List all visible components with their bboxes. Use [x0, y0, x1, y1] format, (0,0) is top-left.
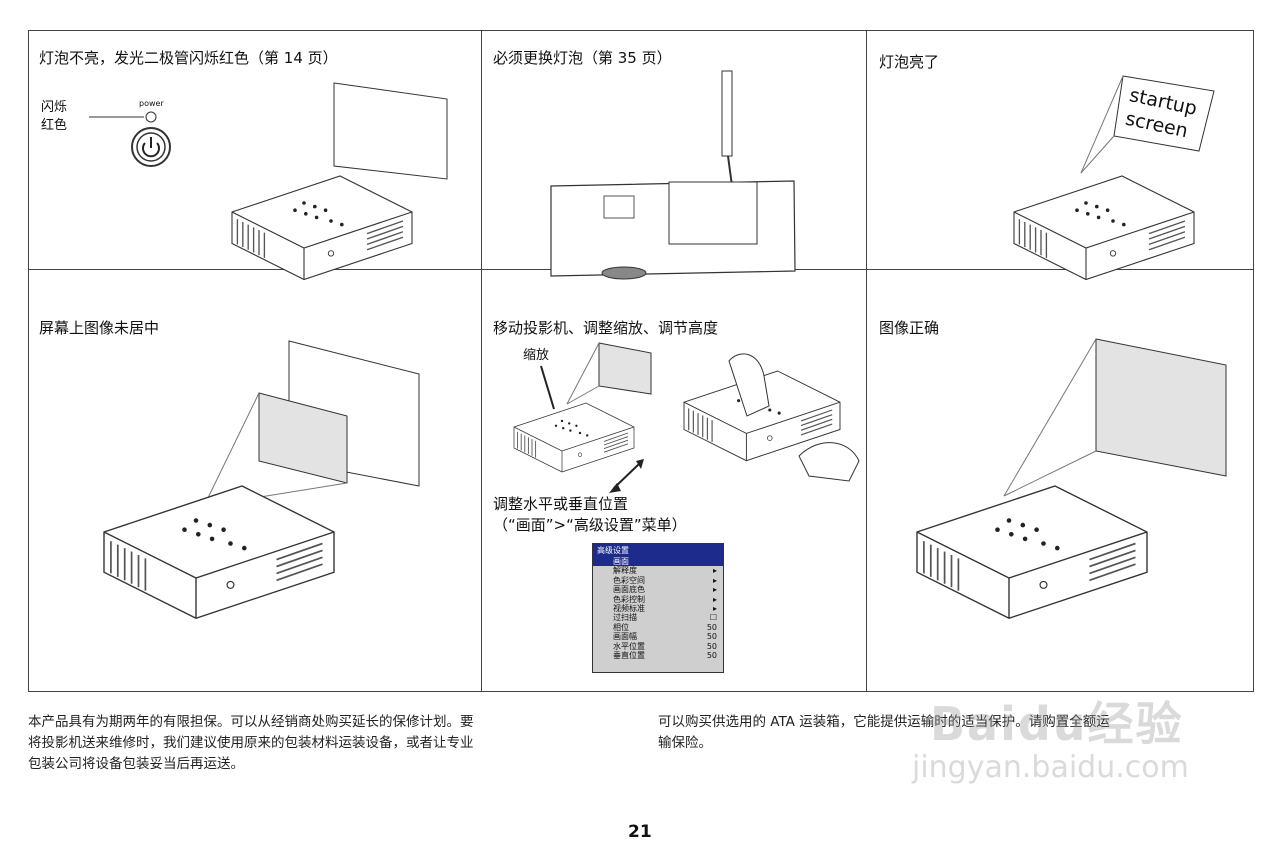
menu-title: 高级设置: [593, 544, 723, 557]
watermark-url: jingyan.baidu.com: [912, 750, 1189, 785]
menu-item: 画面底色▸: [593, 585, 723, 594]
panel-2-caption: 必须更换灯泡（第 35 页）: [493, 47, 672, 68]
menu-item: 过扫描☐: [593, 613, 723, 622]
adjust-caption-2: （“画面”>“高级设置”菜单）: [493, 514, 687, 535]
adjust-caption-1: 调整水平或垂直位置: [493, 493, 628, 514]
panel-3-caption: 灯泡亮了: [879, 51, 939, 72]
panel-1-caption: 灯泡不亮，发光二极管闪烁红色（第 14 页）: [39, 47, 338, 68]
watermark-logo: Baidu经验: [930, 688, 1184, 754]
blink-label-2: 红色: [41, 117, 67, 135]
power-label: power: [139, 99, 164, 109]
blink-label-1: 闪烁: [41, 99, 67, 117]
warranty-paragraph: 本产品具有为期两年的有限担保。可以从经销商处购买延长的保修计划。要 将投影机送来…: [28, 712, 628, 775]
panel-6-caption: 图像正确: [879, 317, 939, 338]
advanced-settings-menu: 高级设置 画面 解释度▸ 色彩空间▸ 画面底色▸ 色彩控制▸ 视频标准▸ 过扫描…: [592, 543, 724, 673]
panel-5-caption: 移动投影机、调整缩放、调节高度: [493, 317, 718, 338]
panel-4-caption: 屏幕上图像未居中: [39, 317, 159, 338]
menu-item: 色彩控制▸: [593, 595, 723, 604]
zoom-label: 缩放: [523, 347, 549, 365]
menu-item: 画面: [593, 557, 723, 566]
page-number: 21: [628, 822, 652, 842]
menu-item: 视频标准▸: [593, 604, 723, 613]
menu-item: 解释度▸: [593, 566, 723, 575]
menu-item: 色彩空间▸: [593, 576, 723, 585]
